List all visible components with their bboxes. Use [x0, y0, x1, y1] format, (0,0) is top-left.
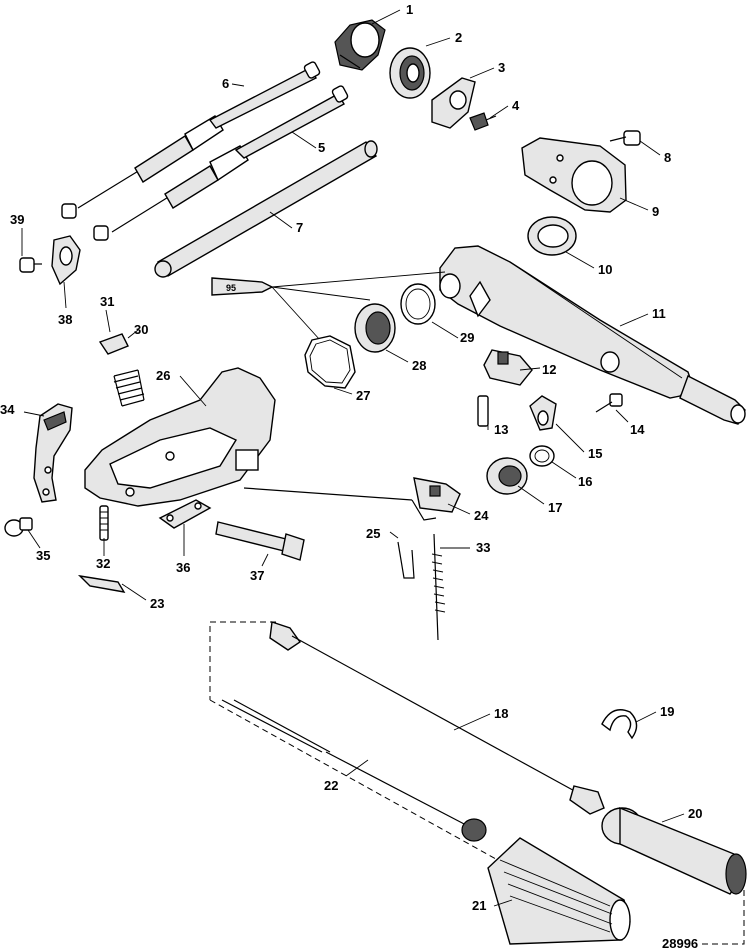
tube-label: 95 [226, 283, 236, 293]
callout-33: 33 [476, 540, 490, 555]
callout-13: 13 [494, 422, 508, 437]
callout-2: 2 [455, 30, 462, 45]
part-23-clip [77, 574, 126, 593]
callout-39: 39 [10, 212, 24, 227]
callout-34: 34 [0, 402, 15, 417]
callout-35: 35 [36, 548, 50, 563]
part-31-clip [98, 333, 129, 355]
callout-38: 38 [58, 312, 72, 327]
part-25-clip [397, 541, 415, 579]
part-10-ring [527, 216, 577, 256]
callout-14: 14 [630, 422, 645, 437]
callout-29: 29 [460, 330, 474, 345]
part-15-clamp [529, 395, 557, 431]
callout-10: 10 [598, 262, 612, 277]
part-38-clip [51, 235, 81, 286]
part-33-spring [431, 533, 446, 641]
part-18-cable [269, 621, 605, 815]
callout-26: 26 [156, 368, 170, 383]
callout-22: 22 [324, 778, 338, 793]
part-4-screw [469, 112, 497, 131]
part-12-bracket [483, 349, 533, 386]
part-21-grip-sleeve [487, 837, 631, 945]
part-27-seal [304, 335, 356, 389]
part-36-plate [158, 499, 212, 529]
callout-9: 9 [652, 204, 659, 219]
callout-25: 25 [366, 526, 380, 541]
part-14-bolt [595, 393, 623, 413]
part-19-clip-ring [601, 709, 638, 740]
callout-21: 21 [472, 898, 486, 913]
part-32-pin [99, 505, 109, 541]
part-34-lever [33, 403, 73, 503]
part-17-knob [486, 457, 528, 495]
callout-7: 7 [296, 220, 303, 235]
part-3-plate [431, 77, 476, 129]
part-29-o-ring [400, 283, 436, 325]
part-28-bushing [354, 303, 396, 353]
part-30-spring [113, 369, 145, 407]
callout-11: 11 [652, 306, 666, 321]
part-7-rod [154, 140, 378, 278]
part-5-gas-spring [93, 85, 349, 241]
callout-37: 37 [250, 568, 264, 583]
part-6-gas-spring [61, 61, 321, 219]
part-8-bolt [609, 130, 641, 146]
callout-4: 4 [512, 98, 520, 113]
part-2-pulley [389, 47, 431, 99]
callout-17: 17 [548, 500, 562, 515]
callout-23: 23 [150, 596, 164, 611]
callout-24: 24 [474, 508, 489, 523]
part-13-screw [477, 395, 489, 427]
callout-27: 27 [356, 388, 370, 403]
part-11-steering-arm [439, 245, 746, 425]
part-16-ring [529, 445, 555, 467]
part-24-cable-switch [243, 477, 461, 521]
callout-6: 6 [222, 76, 229, 91]
callout-5: 5 [318, 140, 325, 155]
callout-19: 19 [660, 704, 674, 719]
part-22-wire-harness [221, 699, 487, 842]
dashed-kit-outline [209, 621, 745, 945]
callout-20: 20 [688, 806, 702, 821]
callout-8: 8 [664, 150, 671, 165]
grease-tube-95: 95 [211, 271, 446, 341]
callout-12: 12 [542, 362, 556, 377]
callout-36: 36 [176, 560, 190, 575]
figure-number: 28996 [662, 936, 698, 951]
part-26-bracket [84, 367, 276, 507]
part-1-clamp [334, 19, 386, 71]
callout-18: 18 [494, 706, 508, 721]
part-37-bolt [215, 521, 305, 561]
callout-3: 3 [498, 60, 505, 75]
callout-16: 16 [578, 474, 592, 489]
callout-32: 32 [96, 556, 110, 571]
callout-28: 28 [412, 358, 426, 373]
leader-lines [21, 9, 685, 907]
callout-labels: 1 2 3 4 5 6 7 8 9 10 11 12 13 14 15 16 1… [0, 2, 702, 913]
part-9-cover [521, 137, 627, 213]
callout-15: 15 [588, 446, 602, 461]
part-20-throttle-grip [601, 806, 747, 895]
callout-1: 1 [406, 2, 413, 17]
callout-31: 31 [100, 294, 114, 309]
callout-30: 30 [134, 322, 148, 337]
part-35-screw [4, 517, 33, 537]
part-39-screw [19, 257, 42, 273]
